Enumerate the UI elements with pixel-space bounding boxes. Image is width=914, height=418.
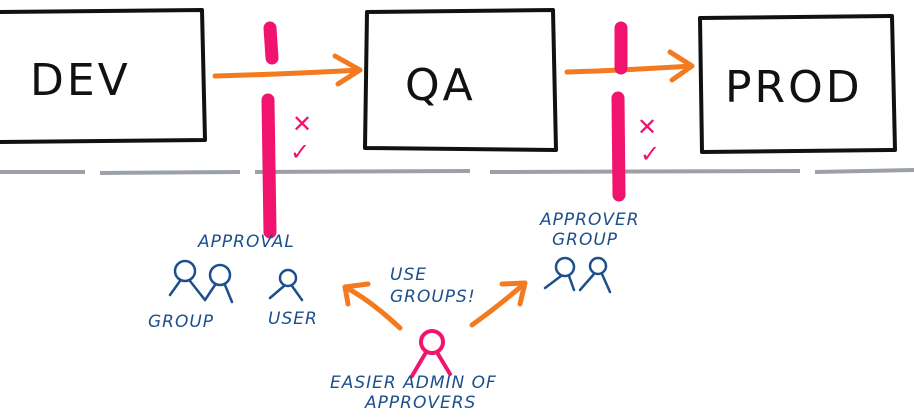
arrow-dev-to-qa: [212, 53, 363, 87]
approval-gate-1: ✕ ✓: [261, 21, 312, 239]
reject-mark: ✕: [637, 113, 657, 141]
approval-title: APPROVAL: [197, 232, 295, 252]
arrow-to-approval: [342, 281, 403, 331]
approver-group-line2: GROUP: [552, 230, 618, 250]
approval-gate-2: ✕ ✓: [611, 21, 660, 202]
admin-line2: APPROVERS: [364, 393, 476, 413]
admin-icon: [410, 329, 452, 378]
approve-mark: ✓: [290, 138, 310, 166]
group-label: GROUP: [148, 312, 214, 332]
divider-line: [0, 168, 914, 175]
approver-group-line1: APPROVER: [539, 210, 640, 230]
approver-group-icon: [543, 256, 612, 294]
advice-line2: GROUPS!: [390, 287, 476, 307]
approve-mark: ✓: [640, 140, 660, 168]
arrow-to-approver-group: [469, 280, 528, 328]
prod-label: PROD: [725, 62, 863, 113]
reject-mark: ✕: [292, 110, 312, 138]
arrow-qa-to-prod: [564, 49, 695, 83]
admin-line1: EASIER ADMIN OF: [330, 373, 497, 393]
dev-label: DEV: [30, 55, 131, 106]
advice-line1: USE: [390, 265, 427, 285]
user-label: USER: [268, 309, 318, 329]
group-icon: [168, 259, 234, 304]
dev-box: DEV: [0, 8, 207, 144]
qa-label: QA: [405, 60, 476, 111]
user-icon: [268, 268, 304, 302]
prod-box: PROD: [698, 14, 897, 154]
qa-box: QA: [363, 8, 558, 152]
